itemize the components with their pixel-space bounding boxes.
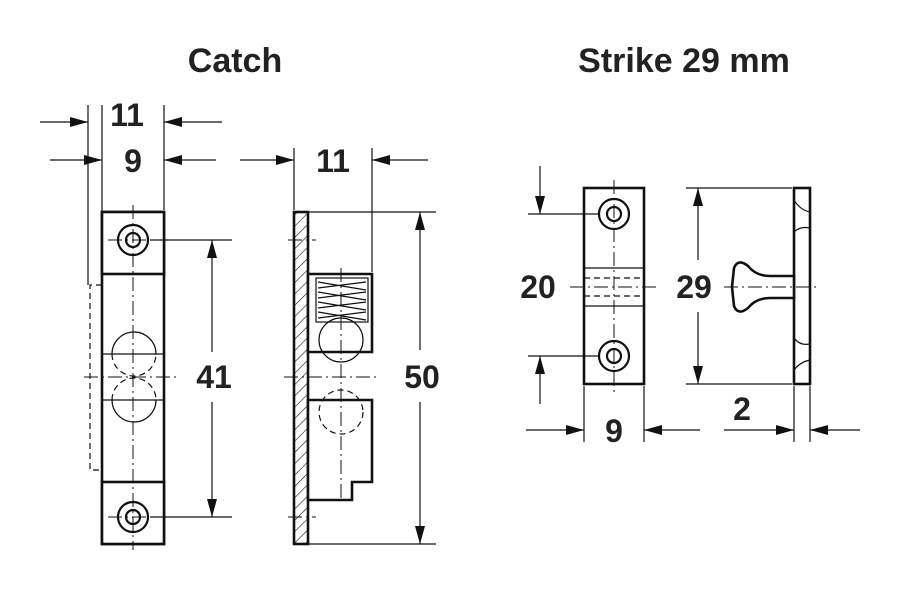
catch-dim-11: 11 [110,97,144,133]
catch-side-view [284,210,380,546]
catch-hole-spacing-dimension: 41 [150,239,232,518]
catch-length-dimension: 50 [308,211,440,545]
strike-dim-29: 29 [676,269,712,305]
strike-dim-2: 2 [733,391,751,427]
catch-title: Catch [188,42,282,80]
catch-front-view [84,205,180,550]
catch-dim-9: 9 [124,143,142,179]
strike-dim-20: 20 [520,269,556,305]
catch-side-width-dimension: 11 [240,143,428,272]
strike-thickness-dimension: 2 [724,386,860,442]
strike-dim-9: 9 [605,413,623,449]
strike-hole-spacing-dimension: 20 [520,166,600,404]
strike-width-dimension: 9 [526,386,700,449]
strike-title: Strike 29 mm [578,42,790,80]
catch-dim-50: 50 [404,359,440,395]
catch-dim-side-11: 11 [316,143,350,179]
strike-side-view [724,186,820,386]
catch-width-dimensions: 11 9 [40,97,222,300]
strike-length-dimension: 29 [676,187,792,385]
catch-dim-41: 41 [196,359,232,395]
strike-front-view [570,180,660,392]
